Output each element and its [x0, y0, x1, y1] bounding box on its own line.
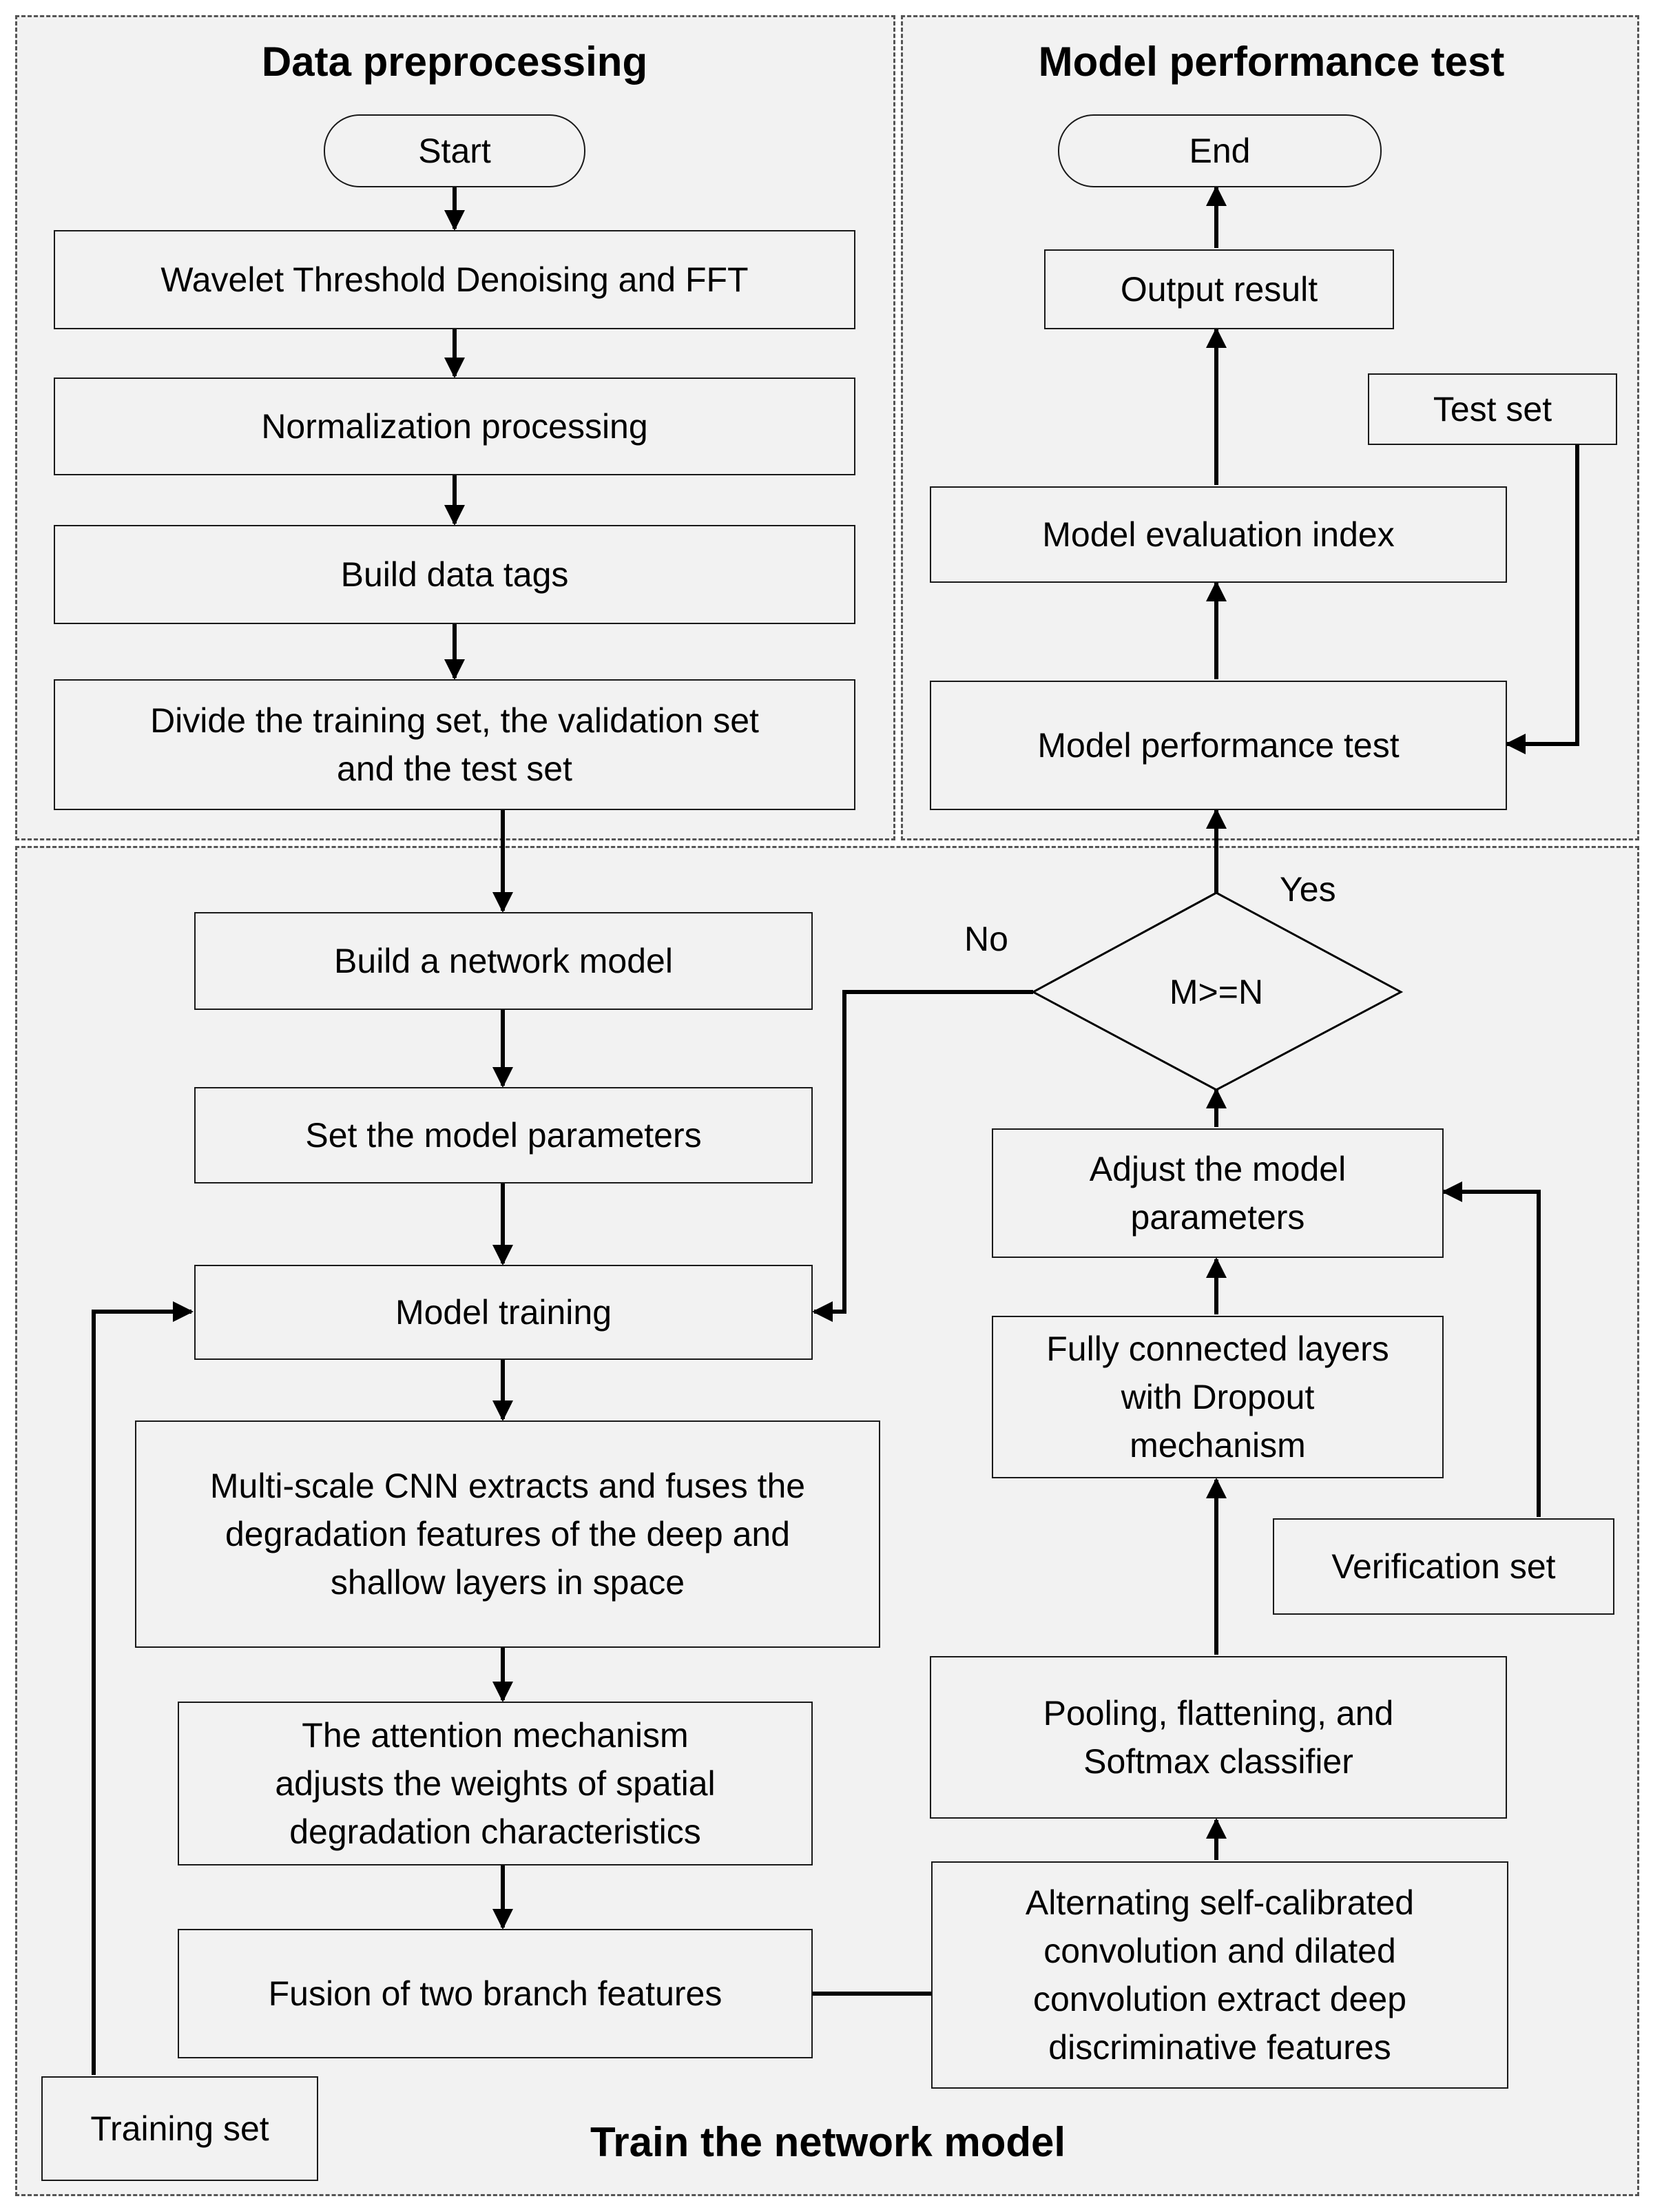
- node-wavelet-denoising: Wavelet Threshold Denoising and FFT: [54, 230, 855, 329]
- edge-verification-adjust: [1442, 1181, 1541, 1517]
- node-normalization: Normalization processing: [54, 378, 855, 475]
- node-model-training: Model training: [194, 1265, 813, 1360]
- node-test-set: Test set: [1368, 373, 1617, 445]
- node-alternating-convolution: Alternating self-calibrated convolution …: [931, 1861, 1508, 2089]
- title-train-network-model: Train the network model: [590, 2119, 1066, 2165]
- edge-test-set-perf-test: [1505, 445, 1579, 754]
- node-multiscale-cnn: Multi-scale CNN extracts and fuses the d…: [135, 1420, 880, 1648]
- node-verification-set: Verification set: [1273, 1518, 1614, 1615]
- edge-label-no: No: [964, 920, 1008, 958]
- title-data-preprocessing: Data preprocessing: [261, 39, 648, 85]
- edge-decision-no-training: [812, 990, 1033, 1322]
- edge-training-set-training: [92, 1301, 194, 2075]
- node-set-model-parameters: Set the model parameters: [194, 1087, 813, 1183]
- node-adjust-model-parameters: Adjust the model parameters: [992, 1128, 1444, 1258]
- edge-label-yes: Yes: [1280, 870, 1336, 909]
- node-start: Start: [324, 114, 585, 187]
- node-attention-mechanism: The attention mechanism adjusts the weig…: [178, 1702, 813, 1865]
- node-build-network-model: Build a network model: [194, 912, 813, 1010]
- node-model-performance-test: Model performance test: [930, 681, 1507, 810]
- node-output-result: Output result: [1044, 249, 1394, 329]
- node-training-set: Training set: [41, 2076, 318, 2181]
- node-divide-sets: Divide the training set, the validation …: [54, 679, 855, 810]
- node-build-data-tags: Build data tags: [54, 525, 855, 624]
- node-model-evaluation-index: Model evaluation index: [930, 486, 1507, 583]
- node-pooling-softmax: Pooling, flattening, and Softmax classif…: [930, 1656, 1507, 1819]
- decision-diamond: [1030, 891, 1404, 1091]
- node-fully-connected-layers: Fully connected layers with Dropout mech…: [992, 1316, 1444, 1478]
- title-model-performance-test: Model performance test: [1038, 39, 1505, 85]
- node-fusion-branch-features: Fusion of two branch features: [178, 1929, 813, 2058]
- decision-label: M>=N: [1169, 973, 1264, 1011]
- node-end: End: [1058, 114, 1382, 187]
